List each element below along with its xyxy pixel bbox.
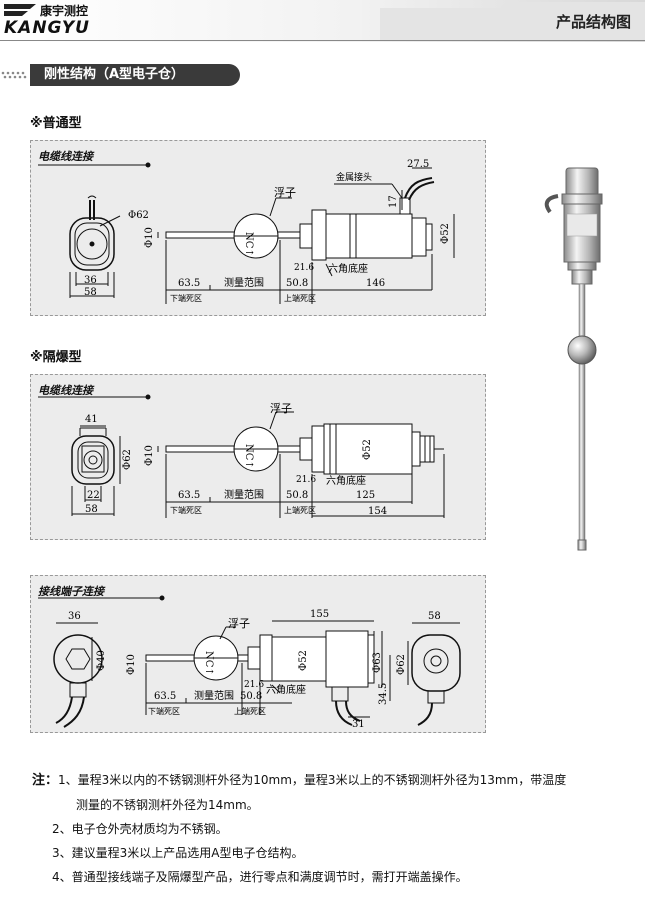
explosion-type-drawing: 41 Φ62 22 58 Φ10 浮子 NC↑ Φ52 21.6 六角底座 63… <box>38 394 445 518</box>
normal-panel-title: 电缆线连接 <box>38 150 93 163</box>
terminal-dim-w31: 31 <box>352 719 365 730</box>
terminal-dim-d62: Φ62 <box>396 654 407 675</box>
explosion-dim-l154: 154 <box>368 506 387 517</box>
normal-label-lower-dead: 下端死区 <box>170 293 202 303</box>
terminal-label-lower-dead: 下端死区 <box>148 706 180 716</box>
normal-dim-l146: 146 <box>366 278 385 289</box>
normal-dim-w36: 36 <box>84 275 97 286</box>
explosion-label-float: 浮子 <box>270 402 292 415</box>
note-line-1-cont: 测量的不锈钢测杆外径为14mm。 <box>76 798 259 812</box>
normal-dim-w58: 58 <box>84 287 97 298</box>
cable-icon <box>544 194 559 214</box>
note-line-1: 1、量程3米以内的不锈钢测杆外径为10mm，量程3米以上的不锈钢测杆外径为13m… <box>58 773 567 787</box>
normal-dim-d62: Φ62 <box>128 210 149 221</box>
explosion-dim-w41: 41 <box>85 414 98 425</box>
terminal-label-upper-dead: 上端死区 <box>234 706 266 716</box>
normal-label-hex-base: 六角底座 <box>328 262 368 275</box>
terminal-dim-h345: 34.5 <box>378 683 389 705</box>
normal-dim-h216: 21.6 <box>294 263 314 273</box>
explosion-dim-l635: 63.5 <box>178 490 200 501</box>
terminal-dim-h216: 21.6 <box>244 680 264 690</box>
explosion-dim-w22: 22 <box>87 490 100 501</box>
terminal-panel-title: 接线端子连接 <box>38 585 104 598</box>
explosion-dim-d62: Φ62 <box>122 449 133 470</box>
note-line-2: 2、电子仓外壳材质均为不锈钢。 <box>52 822 228 836</box>
explosion-panel-title: 电缆线连接 <box>38 384 93 397</box>
notes-lead: 注： <box>32 773 59 788</box>
notes-section: 注：1、量程3米以内的不锈钢测杆外径为10mm，量程3米以上的不锈钢测杆外径为1… <box>32 768 637 889</box>
explosion-dim-l508: 50.8 <box>286 490 308 501</box>
note-line-4: 4、普通型接线端子及隔爆型产品，进行零点和满度调节时，需打开端盖操作。 <box>52 870 468 884</box>
terminal-dim-w36: 36 <box>68 611 81 622</box>
normal-dim-d10: Φ10 <box>144 227 155 248</box>
section-title: 刚性结构（A型电子仓） <box>30 64 240 86</box>
page-title: 产品结构图 <box>555 13 631 31</box>
terminal-dim-l508: 50.8 <box>240 691 262 702</box>
explosion-label-hex-base: 六角底座 <box>326 474 366 487</box>
terminal-dim-d10: Φ10 <box>126 654 137 675</box>
terminal-dim-l635: 63.5 <box>154 691 176 702</box>
terminal-dim-d52: Φ52 <box>298 650 309 671</box>
explosion-label-upper-dead: 上端死区 <box>284 505 316 515</box>
explosion-dim-h216: 21.6 <box>296 475 316 485</box>
normal-label-metal-joint: 金属接头 <box>336 171 372 183</box>
brand-logo-icon <box>4 4 36 16</box>
terminal-label-range: 测量范围 <box>194 689 234 702</box>
normal-float-mark: NC↑ <box>243 232 254 257</box>
brand-name-en: KANGYU <box>4 18 90 38</box>
normal-dim-d52: Φ52 <box>440 223 451 244</box>
terminal-type-drawing: 36 Φ40 Φ10 浮子 NC↑ 155 Φ52 Φ63 21.6 六角底座 … <box>38 595 461 730</box>
explosion-label-range: 测量范围 <box>224 488 264 501</box>
terminal-label-float: 浮子 <box>228 617 250 630</box>
normal-dim-l508: 50.8 <box>286 278 308 289</box>
normal-label-upper-dead: 上端死区 <box>284 293 316 303</box>
explosion-dim-l125: 125 <box>356 490 375 501</box>
normal-type-heading: ※普通型 <box>30 116 82 131</box>
explosion-dim-d10: Φ10 <box>144 445 155 466</box>
terminal-dim-d63: Φ63 <box>372 652 383 673</box>
explosion-dim-w58: 58 <box>85 504 98 515</box>
normal-dim-w275: 27.5 <box>407 159 429 170</box>
normal-type-drawing: Φ62 36 58 Φ10 浮子 NC↑ 金属接头 27.5 17 Φ52 21… <box>38 159 455 304</box>
terminal-label-hex-base: 六角底座 <box>266 683 306 696</box>
normal-dim-l635: 63.5 <box>178 278 200 289</box>
terminal-dim-w58: 58 <box>428 611 441 622</box>
normal-dim-h17: 17 <box>388 195 399 208</box>
terminal-dim-l155: 155 <box>310 609 329 620</box>
explosion-label-lower-dead: 下端死区 <box>170 505 202 515</box>
explosion-float-mark: NC↑ <box>243 444 254 469</box>
header-band <box>0 0 645 42</box>
terminal-dim-d40: Φ40 <box>96 650 107 671</box>
note-line-3: 3、建议量程3米以上产品选用A型电子仓结构。 <box>52 846 304 860</box>
brand-name-cn: 康宇测控 <box>40 4 89 18</box>
explosion-type-heading: ※隔爆型 <box>30 350 82 365</box>
dots-decoration <box>1 71 27 79</box>
normal-label-float: 浮子 <box>274 186 296 199</box>
explosion-dim-d52: Φ52 <box>362 439 373 460</box>
normal-label-range: 测量范围 <box>224 276 264 289</box>
terminal-float-mark: NC↑ <box>203 651 214 676</box>
product-photo <box>544 167 603 551</box>
